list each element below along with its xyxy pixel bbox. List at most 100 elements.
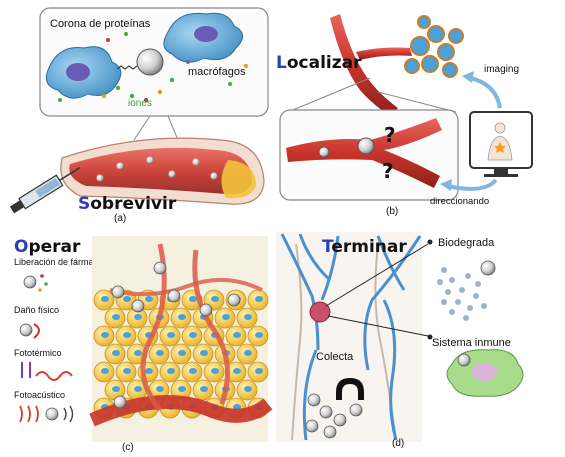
- panel-a-title-initial: S: [78, 194, 90, 214]
- tumor-cell-nucleus: [112, 350, 120, 356]
- imaging-arrow-head: [462, 71, 474, 83]
- panel-a-title: Sobrevivir: [78, 194, 177, 214]
- tumor-cell-nucleus: [255, 332, 263, 338]
- panel-b-nanoparticle-2: [318, 146, 330, 158]
- photothermal-icon: [21, 362, 73, 381]
- pointer-dot-mid: [427, 334, 433, 340]
- panel-a-tumor-patch: [221, 160, 256, 199]
- label-physical-damage: Daño físico: [14, 305, 59, 315]
- collected-nanoparticles: [305, 393, 363, 439]
- drug-release-icon: [23, 274, 48, 292]
- tumor-cell-nucleus: [178, 386, 186, 392]
- tumor-cell-nucleus: [167, 332, 175, 338]
- tumor-cell-nucleus: [244, 314, 252, 320]
- degraded-particle: [441, 299, 447, 305]
- tumor-cell-nucleus: [211, 368, 219, 374]
- label-immune-system: Sistema inmune: [432, 337, 511, 349]
- tumor-cell-nucleus: [123, 332, 131, 338]
- directing-arrow-head: [440, 179, 452, 191]
- degraded-particle: [455, 299, 461, 305]
- tumor-cell-nucleus: [178, 314, 186, 320]
- panel-b-question-1: ?: [384, 123, 396, 147]
- panel-b-tag: (b): [386, 206, 398, 217]
- tumor-cell-nucleus: [255, 296, 263, 302]
- panel-b-title: Localizar: [276, 53, 362, 73]
- degraded-particle: [437, 279, 443, 285]
- degraded-particle: [449, 309, 455, 315]
- panel-d: Terminar Biodegrada Sistema inmune Colec…: [276, 232, 524, 449]
- panel-b: Localizar ? ? (b) imaging direccionando: [276, 14, 533, 217]
- label-imaging: imaging: [484, 64, 519, 75]
- panel-a-nanoparticles: [96, 156, 218, 182]
- monitor-icon: [469, 111, 533, 177]
- panel-a-title-rest: obrevivir: [90, 194, 177, 214]
- tumor-cell-nucleus: [189, 332, 197, 338]
- tumor-cell-nucleus: [101, 368, 109, 374]
- panel-d-title-initial: T: [322, 237, 334, 257]
- imaging-arrow: [469, 76, 502, 109]
- panel-b-callout-line-1: [287, 77, 371, 113]
- panel-d-organ: [309, 301, 331, 323]
- tumor-cell-nucleus: [145, 368, 153, 374]
- tumor-cell-nucleus: [244, 386, 252, 392]
- tumor-cell-nucleus: [134, 350, 142, 356]
- tumor-cell-nucleus: [145, 296, 153, 302]
- immune-cell-nanoparticle: [457, 353, 471, 367]
- corona-tether: [116, 65, 138, 70]
- tumor-cell-nucleus: [134, 386, 142, 392]
- pointer-dot-top: [427, 239, 433, 245]
- tumor-cell-nucleus: [222, 314, 230, 320]
- panel-b-title-rest: ocalizar: [287, 53, 362, 73]
- label-ions: iones: [128, 98, 152, 109]
- degraded-particle: [467, 305, 473, 311]
- degraded-particle: [449, 277, 455, 283]
- panel-c-tag: (c): [122, 442, 134, 453]
- tumor-cell-nucleus: [233, 332, 241, 338]
- label-photoacoustic: Fotoacústico: [14, 390, 65, 400]
- tumor-cell-nucleus: [112, 386, 120, 392]
- label-macrophages: macrófagos: [188, 66, 246, 78]
- panel-a-vessel-lumen: [69, 147, 252, 195]
- panel-b-vessel-branch: [356, 47, 412, 60]
- panel-c-vessel-2: [140, 243, 167, 412]
- directing-arrow: [447, 178, 498, 191]
- physical-damage-icon: [19, 323, 40, 339]
- pointer-immune: [327, 315, 429, 337]
- panel-c-title: Operar: [14, 237, 81, 257]
- tumor-cell-nucleus: [244, 350, 252, 356]
- tumor-cell-nucleus: [189, 296, 197, 302]
- tumor-cell-nucleus: [101, 332, 109, 338]
- panel-b-vessel-top: [330, 14, 398, 116]
- immune-cell-nucleus: [471, 363, 497, 381]
- panel-d-title: Terminar: [322, 237, 407, 257]
- tumor-cell-nucleus: [211, 296, 219, 302]
- tumor-cell-nucleus: [123, 296, 131, 302]
- macrophage-left-nucleus: [66, 63, 90, 81]
- tumor-cell-nucleus: [156, 386, 164, 392]
- panel-c-vessel-3: [192, 249, 230, 405]
- label-collects: Colecta: [316, 351, 354, 363]
- macrophage-right-nucleus: [194, 26, 218, 42]
- tumor-cell-nucleus: [123, 368, 131, 374]
- panel-a: Corona de proteínas macrófagos iones Sob…: [9, 7, 269, 224]
- magnet-icon: [336, 378, 364, 400]
- panel-d-title-rest: erminar: [331, 237, 407, 257]
- tumor-cell-nucleus: [167, 368, 175, 374]
- degraded-particle: [465, 273, 471, 279]
- tumor-cell-nucleus: [233, 368, 241, 374]
- label-photothermal: Fototérmico: [14, 348, 62, 358]
- panel-c-title-initial: O: [14, 237, 28, 257]
- panel-a-callout-line-2: [167, 115, 179, 141]
- degraded-particle: [441, 267, 447, 273]
- degraded-particle: [481, 303, 487, 309]
- panel-b-nanoparticle: [357, 137, 375, 155]
- tumor-cell-nucleus: [200, 386, 208, 392]
- degraded-particle: [475, 281, 481, 287]
- syringe-icon: [9, 166, 81, 214]
- degraded-particle: [459, 287, 465, 293]
- tumor-cell-nucleus: [200, 350, 208, 356]
- panel-b-title-initial: L: [276, 53, 287, 73]
- tumor-cell-nucleus: [101, 296, 109, 302]
- panel-c-vessel-1: [89, 395, 273, 427]
